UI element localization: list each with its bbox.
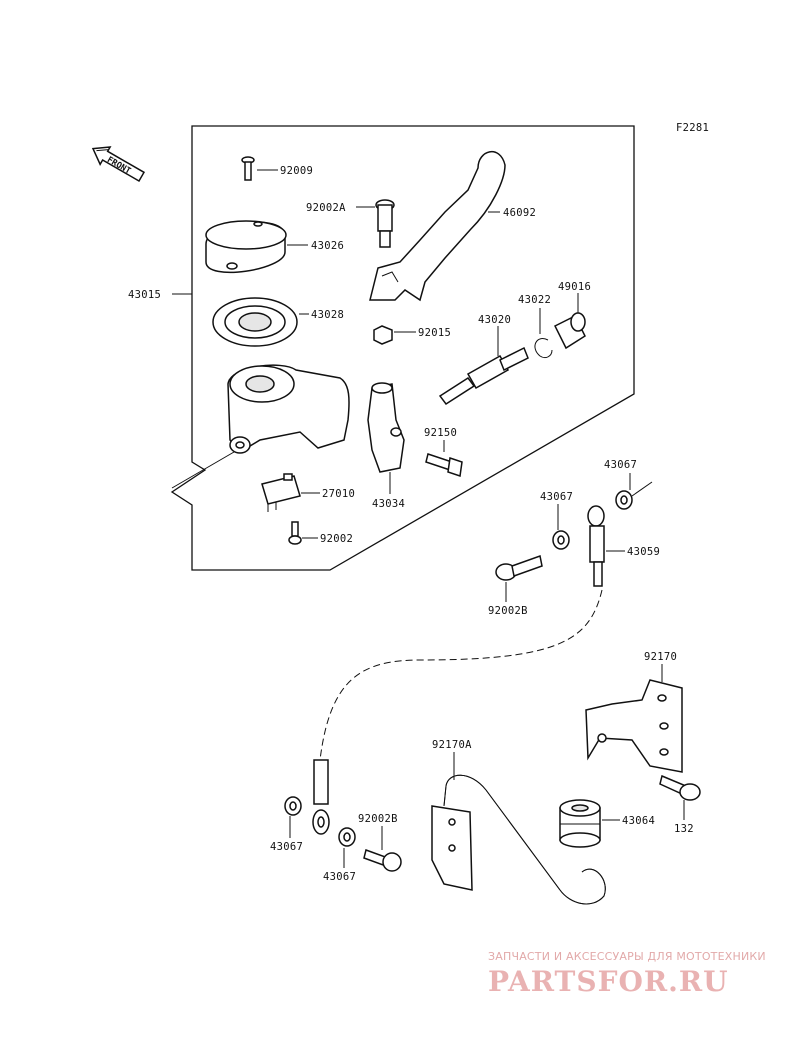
part-92009-screw: [241, 156, 278, 181]
label-43022: 43022: [518, 294, 551, 306]
label-132: 132: [674, 823, 694, 835]
part-92150-bolt: [425, 440, 463, 477]
part-92170A-bracket: [431, 752, 606, 905]
part-27010-brake-switch: [261, 473, 320, 512]
part-43026-reservoir-cap: [205, 220, 308, 274]
label-49016: 49016: [558, 281, 591, 293]
label-43064: 43064: [622, 815, 655, 827]
part-43067-washer-lower-mid: [338, 827, 356, 868]
label-92170: 92170: [644, 651, 677, 663]
label-43067-b: 43067: [540, 491, 573, 503]
part-92015-nut: [373, 325, 416, 345]
part-43034-clamp: [367, 382, 405, 494]
label-43020: 43020: [478, 314, 511, 326]
label-27010: 27010: [322, 488, 355, 500]
figure-code: F2281: [676, 122, 709, 134]
part-lower-banjo-fitting: [312, 759, 330, 835]
watermark: ЗАПЧАСТИ И АКСЕССУАРЫ ДЛЯ МОТОТЕХНИКИ PA…: [488, 950, 788, 998]
label-92170A: 92170A: [432, 739, 472, 751]
label-43026: 43026: [311, 240, 344, 252]
label-43034: 43034: [372, 498, 405, 510]
assembly-frame: [170, 125, 635, 571]
label-43059: 43059: [627, 546, 660, 558]
front-arrow-icon: FRONT: [91, 146, 146, 183]
part-92170-bracket: [585, 664, 683, 773]
part-43067-washer-upper-right: [615, 473, 653, 510]
part-43028-diaphragm: [212, 297, 309, 347]
label-43067-c: 43067: [270, 841, 303, 853]
label-43067-d: 43067: [323, 871, 356, 883]
label-92015: 92015: [418, 327, 451, 339]
label-92002B-a: 92002B: [488, 605, 528, 617]
label-43028: 43028: [311, 309, 344, 321]
part-92002-screw: [288, 521, 318, 545]
part-43064-grommet: [559, 799, 620, 848]
part-43059-hose-fitting: [587, 505, 625, 587]
part-master-cylinder-body: [171, 364, 350, 489]
label-92002B-b: 92002B: [358, 813, 398, 825]
part-43067-washer-lower-left: [284, 796, 302, 838]
label-92009: 92009: [280, 165, 313, 177]
brake-hose: [319, 589, 603, 761]
part-132-bolt: [659, 774, 701, 820]
label-92002A: 92002A: [306, 202, 346, 214]
label-46092: 46092: [503, 207, 536, 219]
label-92150: 92150: [424, 427, 457, 439]
part-43067-washer-middle: [552, 504, 570, 550]
watermark-logo: PARTSFOR.RU: [488, 965, 729, 998]
part-49016-boot: [553, 293, 586, 350]
part-92002B-banjo-bolt-upper: [495, 555, 543, 602]
part-43020-piston-assembly: [438, 326, 529, 406]
label-43067-a: 43067: [604, 459, 637, 471]
part-92002A-pivot-bolt: [356, 199, 395, 248]
part-46092-brake-lever: [369, 151, 506, 302]
watermark-tagline: ЗАПЧАСТИ И АКСЕССУАРЫ ДЛЯ МОТОТЕХНИКИ: [488, 950, 766, 963]
part-92002B-banjo-bolt-lower: [363, 826, 402, 872]
label-92002: 92002: [320, 533, 353, 545]
part-43022-circlip: [534, 308, 553, 359]
label-43015: 43015: [128, 289, 161, 301]
